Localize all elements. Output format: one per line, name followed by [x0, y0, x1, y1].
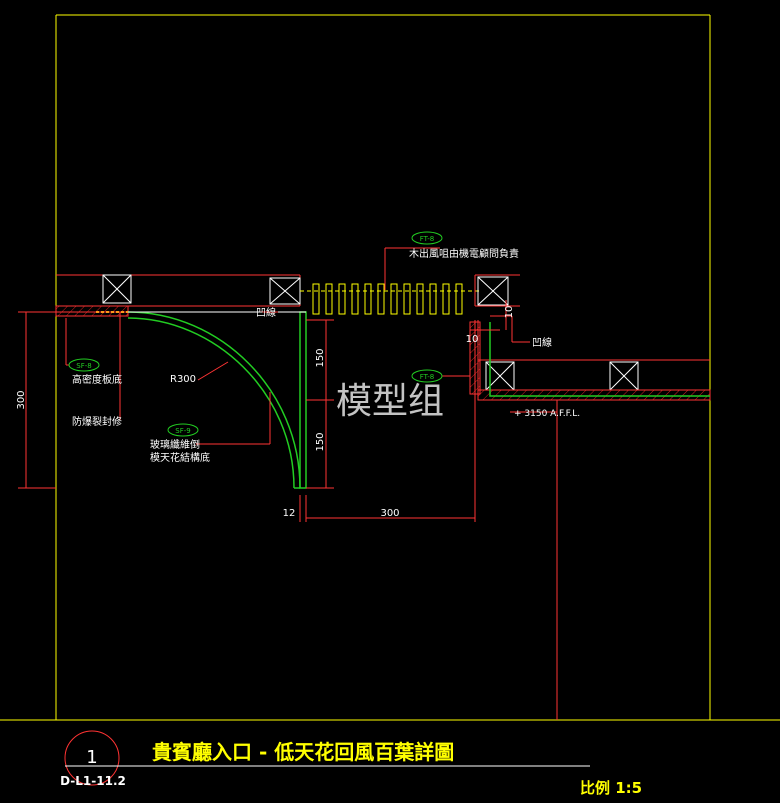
tag-sf9: SF-9 [175, 427, 190, 435]
dim-right-10-vertical: 10 [504, 306, 515, 319]
label-radius: R300 [170, 374, 196, 385]
tag-sf8: SF-8 [76, 362, 91, 370]
ceiling-frame-left [56, 274, 301, 307]
shadow-line-right-profile [489, 322, 710, 397]
dim-lower-150: 150 [315, 432, 326, 451]
drawing-title: 貴賓廳入口 - 低天花回風百葉詳圖 [152, 740, 454, 764]
label-board: 高密度板底 [72, 373, 122, 386]
dimension-lines [18, 300, 507, 522]
drawing-scale: 比例 1:5 [580, 779, 642, 797]
dim-upper-150: 150 [315, 348, 326, 367]
tag-bubbles [68, 231, 443, 437]
timber-block-mid [269, 277, 301, 305]
timber-block-left [102, 274, 132, 304]
label-crack-seal: 防爆裂封修 [72, 415, 122, 428]
tag-ft8-mid: FT-8 [420, 373, 435, 381]
ceiling-board-right [477, 389, 711, 401]
label-louver-note: 木出風咀由機電顧問負責 [409, 247, 519, 260]
detail-number-circle [64, 730, 120, 786]
sheet-frame [0, 14, 780, 721]
label-gfrc-line1: 玻璃纖維倒 [150, 438, 200, 451]
dim-left-height: 300 [16, 390, 27, 409]
dim-bottom-12: 12 [283, 508, 296, 519]
leader-lines [65, 247, 557, 445]
label-shadow-line-left: 凹線 [256, 306, 276, 319]
detail-number: 1 [86, 747, 97, 768]
title-block: 1 D-L1-11.2 貴賓廳入口 - 低天花回風百葉詳圖 比例 1:5 [60, 730, 642, 797]
label-shadow-line-right: 凹線 [532, 336, 552, 349]
watermark: 模型组 [336, 381, 444, 422]
dim-right-10-horizontal: 10 [466, 334, 479, 345]
dim-bottom-300: 300 [380, 508, 399, 519]
timber-block-right [477, 276, 639, 391]
air-louver [300, 283, 480, 315]
ceiling-frame-right [474, 274, 710, 398]
sheet-ref: D-L1-11.2 [60, 774, 126, 788]
tag-ft8-top: FT-8 [420, 235, 435, 243]
label-gfrc-line2: 模天花結構底 [150, 451, 210, 464]
label-ffl: + 3150 A.F.F.L. [514, 409, 580, 419]
